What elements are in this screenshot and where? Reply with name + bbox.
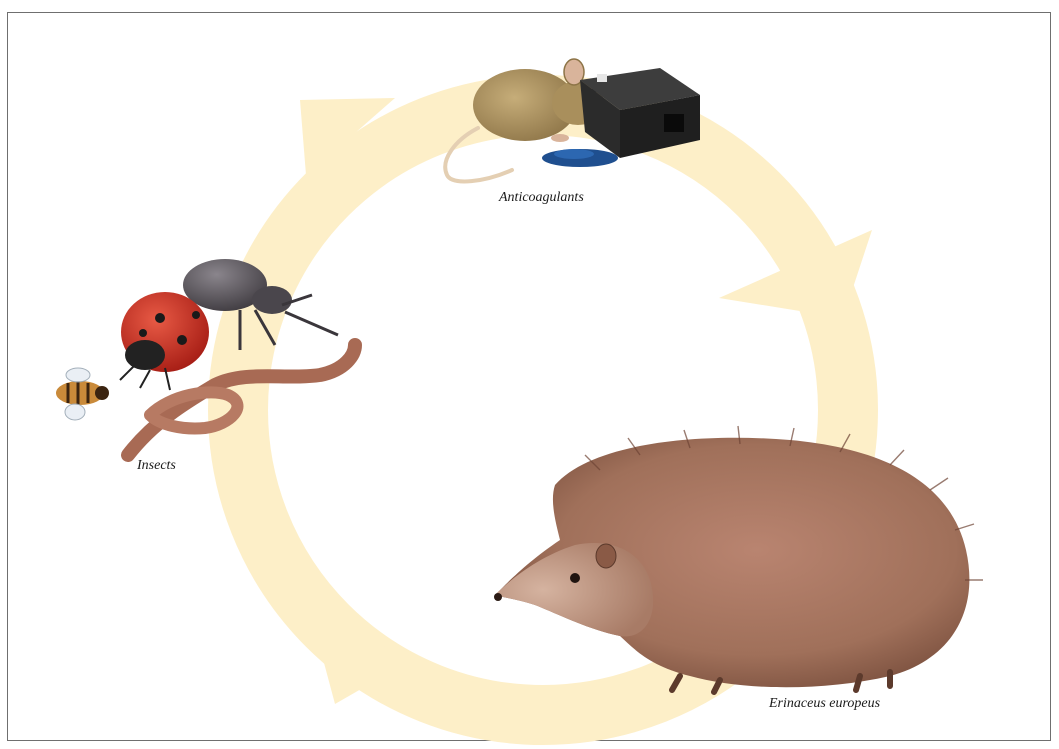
- label-insects: Insects: [137, 458, 176, 474]
- bait-pellets-illustration: [542, 149, 618, 167]
- label-erinaceus-europeus: Erinaceus europeus: [769, 696, 880, 712]
- label-anticoagulants: Anticoagulants: [499, 190, 584, 206]
- bee-illustration: [56, 368, 109, 420]
- hedgehog-illustration: [494, 426, 983, 692]
- ladybird-illustration: [120, 292, 209, 390]
